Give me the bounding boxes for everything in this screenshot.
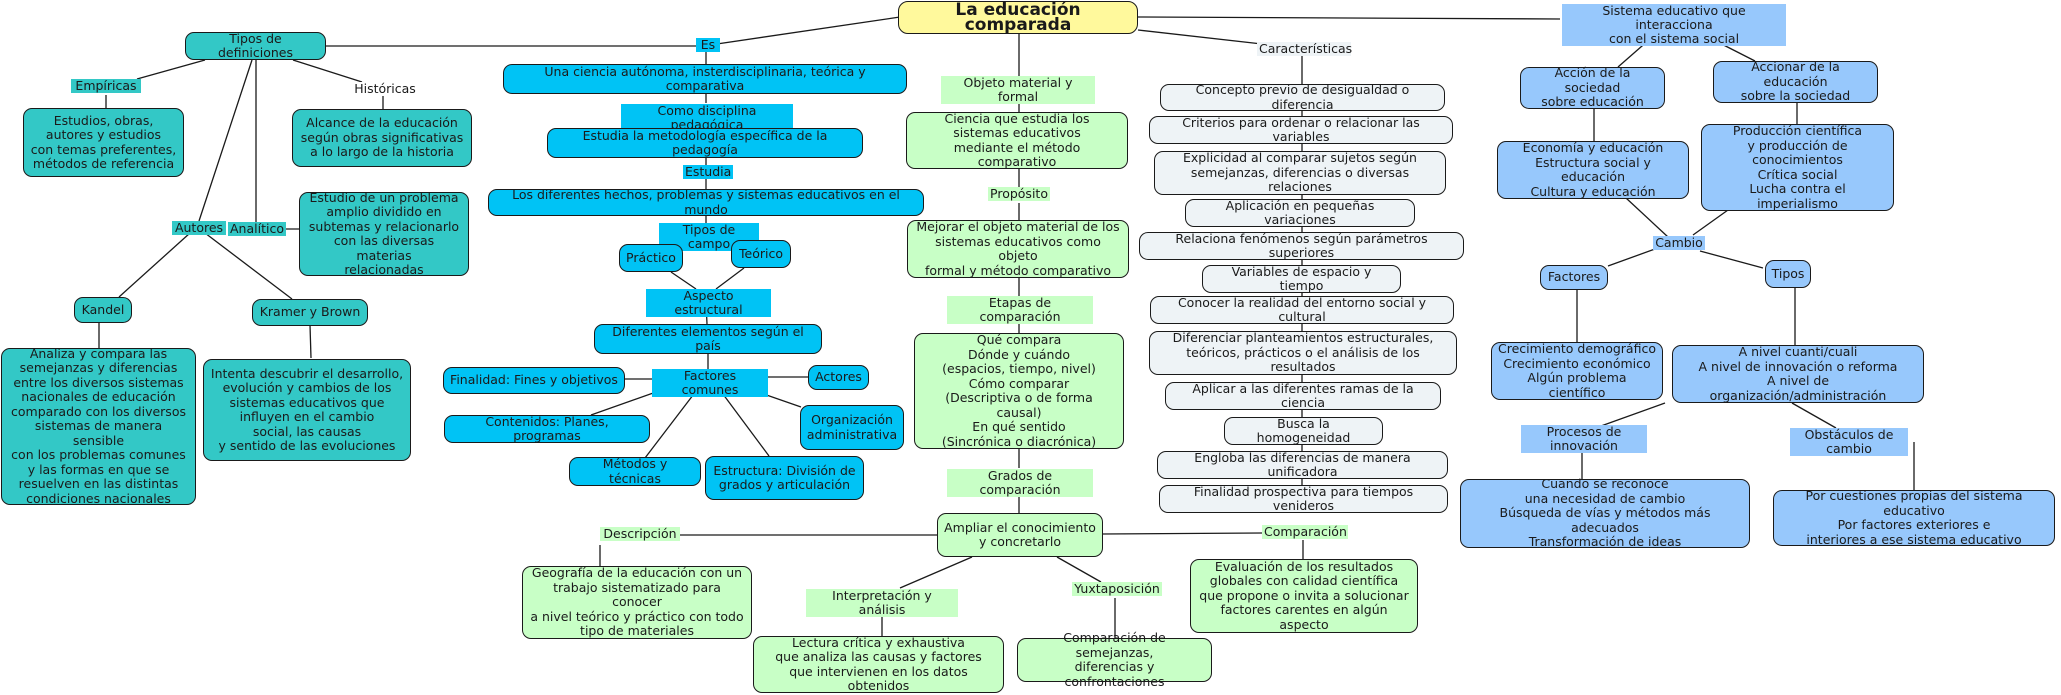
link	[198, 59, 253, 222]
link-label-interpretacion: Interpretación y análisis	[806, 589, 958, 617]
descripcion-node[interactable]: Geografía de la educación con un trabajo…	[522, 566, 752, 639]
tipos-node[interactable]: Tipos	[1765, 260, 1811, 288]
characteristic-item[interactable]: Relaciona fenómenos según parámetros sup…	[1139, 231, 1464, 260]
characteristic-item[interactable]: Conocer la realidad del entorno social y…	[1150, 295, 1454, 324]
factores-node[interactable]: Factores	[1540, 265, 1608, 290]
link-label-grados: Grados de comparación	[947, 469, 1093, 497]
interpretacion-node[interactable]: Lectura crítica y exhaustiva que analiza…	[753, 635, 1004, 693]
actores-node[interactable]: Actores	[808, 365, 869, 390]
analitico-node[interactable]: Estudio de un problema amplio dividido e…	[299, 190, 469, 277]
accion-description[interactable]: Economía y educación Estructura social y…	[1497, 140, 1689, 199]
kandel-node[interactable]: Kandel	[74, 297, 132, 323]
link	[204, 232, 293, 300]
accionar-node[interactable]: Accionar de la educación sobre la socied…	[1713, 60, 1878, 103]
link	[1137, 16, 1561, 20]
empiricas-node[interactable]: Estudios, obras, autores y estudios con …	[23, 108, 184, 177]
procesos-description[interactable]: Cuando se reconoce una necesidad de camb…	[1460, 477, 1750, 549]
link	[715, 267, 745, 290]
estructura-node[interactable]: Estructura: División de grados y articul…	[705, 456, 864, 500]
comparacion-node[interactable]: Evaluación de los resultados globales co…	[1190, 559, 1418, 633]
characteristic-item[interactable]: Criterios para ordenar o relacionar las …	[1149, 115, 1453, 144]
ampliar-node[interactable]: Ampliar el conocimiento y concretarlo	[937, 513, 1103, 557]
link-label-yuxtaposicion: Yuxtaposición	[1072, 582, 1162, 596]
link-label-estudia: Estudia	[683, 164, 733, 179]
practico-node[interactable]: Práctico	[619, 244, 683, 272]
characteristic-item[interactable]: Explicidad al comparar sujetos según sem…	[1154, 151, 1446, 195]
link	[1056, 556, 1102, 583]
link	[1607, 248, 1656, 267]
obstaculos-description[interactable]: Por cuestiones propias del sistema educa…	[1773, 488, 2055, 546]
characteristic-item[interactable]: Finalidad prospectiva para tiempos venid…	[1159, 484, 1448, 513]
link	[1625, 197, 1669, 238]
link-label-caracteristicas: Características	[1257, 41, 1353, 56]
link-label-empiricas: Empíricas	[71, 79, 141, 93]
finalidad-node[interactable]: Finalidad: Fines y objetivos	[443, 367, 625, 394]
characteristic-item[interactable]: Concepto previo de desigualdad o diferen…	[1160, 82, 1445, 111]
mejorar-node[interactable]: Mejorar el objeto material de los sistem…	[907, 219, 1129, 278]
link-label-obstaculos: Obstáculos de cambio	[1790, 428, 1908, 456]
link-label-analitico: Analítico	[228, 222, 286, 236]
link	[1692, 209, 1729, 236]
link-label-aspecto: Aspecto estructural	[646, 289, 771, 317]
link	[118, 232, 191, 298]
link	[309, 324, 312, 359]
link	[1699, 250, 1764, 269]
yuxtaposicion-node[interactable]: Comparación de semejanzas, diferencias y…	[1017, 630, 1212, 688]
definitions-root[interactable]: Tipos de definiciones	[185, 31, 326, 60]
link	[292, 59, 363, 83]
hechos-node[interactable]: Los diferentes hechos, problemas y siste…	[488, 187, 924, 216]
factores-description[interactable]: Crecimiento demográfico Crecimiento econ…	[1491, 341, 1663, 400]
main-title[interactable]: La educación comparada	[898, 1, 1138, 34]
accion-node[interactable]: Acción de la sociedad sobre educación	[1520, 66, 1665, 109]
kramer-brown-description[interactable]: Intenta descubrir el desarrollo, evoluci…	[203, 359, 411, 461]
teorico-node[interactable]: Teórico	[731, 240, 791, 268]
link	[1137, 29, 1263, 45]
link-label-factores-comunes: Factores comunes	[652, 369, 768, 397]
link	[136, 59, 206, 80]
link	[709, 16, 901, 46]
link	[899, 556, 973, 589]
link-label-procesos: Procesos de innovación	[1521, 425, 1647, 453]
kandel-description[interactable]: Analiza y compara las semejanzas y difer…	[1, 346, 196, 506]
link-label-descripcion: Descripción	[600, 527, 680, 541]
link-label-historicas: Históricas	[350, 82, 420, 96]
link-label-etapas: Etapas de comparación	[947, 296, 1093, 324]
characteristic-item[interactable]: Aplicación en pequeñas variaciones	[1185, 198, 1415, 227]
elementos-node[interactable]: Diferentes elementos según el país	[594, 324, 822, 354]
link-label-es: Es	[696, 38, 720, 52]
characteristic-item[interactable]: Diferenciar planteamientos estructurales…	[1149, 331, 1457, 375]
characteristic-item[interactable]: Busca la homogeneidad	[1224, 416, 1383, 445]
ciencia-node[interactable]: Una ciencia autónoma, insterdisciplinari…	[503, 64, 907, 94]
link-label-autores: Autores	[172, 221, 226, 235]
characteristic-item[interactable]: Variables de espacio y tiempo	[1202, 264, 1401, 293]
organizacion-node[interactable]: Organización administrativa	[800, 405, 904, 450]
characteristic-item[interactable]: Aplicar a las diferentes ramas de la cie…	[1165, 381, 1441, 410]
link-label-comparacion: Comparación	[1262, 524, 1348, 539]
kramer-brown-node[interactable]: Kramer y Brown	[252, 299, 368, 326]
link-label-cambio: Cambio	[1653, 236, 1705, 250]
metodologia-node[interactable]: Estudia la metodología específica de la …	[547, 128, 863, 158]
contenidos-node[interactable]: Contenidos: Planes, programas	[444, 414, 650, 443]
etapas-node[interactable]: Qué compara Dónde y cuándo (espacios, ti…	[914, 332, 1124, 449]
link	[1791, 402, 1837, 429]
tipos-description[interactable]: A nivel cuanti/cuali A nivel de innovaci…	[1672, 344, 1924, 403]
link	[1600, 402, 1666, 427]
link	[670, 271, 697, 290]
metodos-node[interactable]: Métodos y técnicas	[569, 456, 701, 486]
characteristic-item[interactable]: Engloba las diferencias de manera unific…	[1157, 450, 1448, 479]
link-label-objeto: Objeto material y formal	[941, 76, 1095, 104]
historicas-node[interactable]: Alcance de la educación según obras sign…	[292, 109, 472, 167]
ciencia-estudia-node[interactable]: Ciencia que estudia los sistemas educati…	[906, 111, 1128, 169]
link	[1101, 532, 1263, 535]
accionar-description[interactable]: Producción científica y producción de co…	[1701, 123, 1894, 211]
link-label-proposito: Propósito	[988, 187, 1050, 201]
link-label-sistema: Sistema educativo que interacciona con e…	[1562, 4, 1786, 46]
